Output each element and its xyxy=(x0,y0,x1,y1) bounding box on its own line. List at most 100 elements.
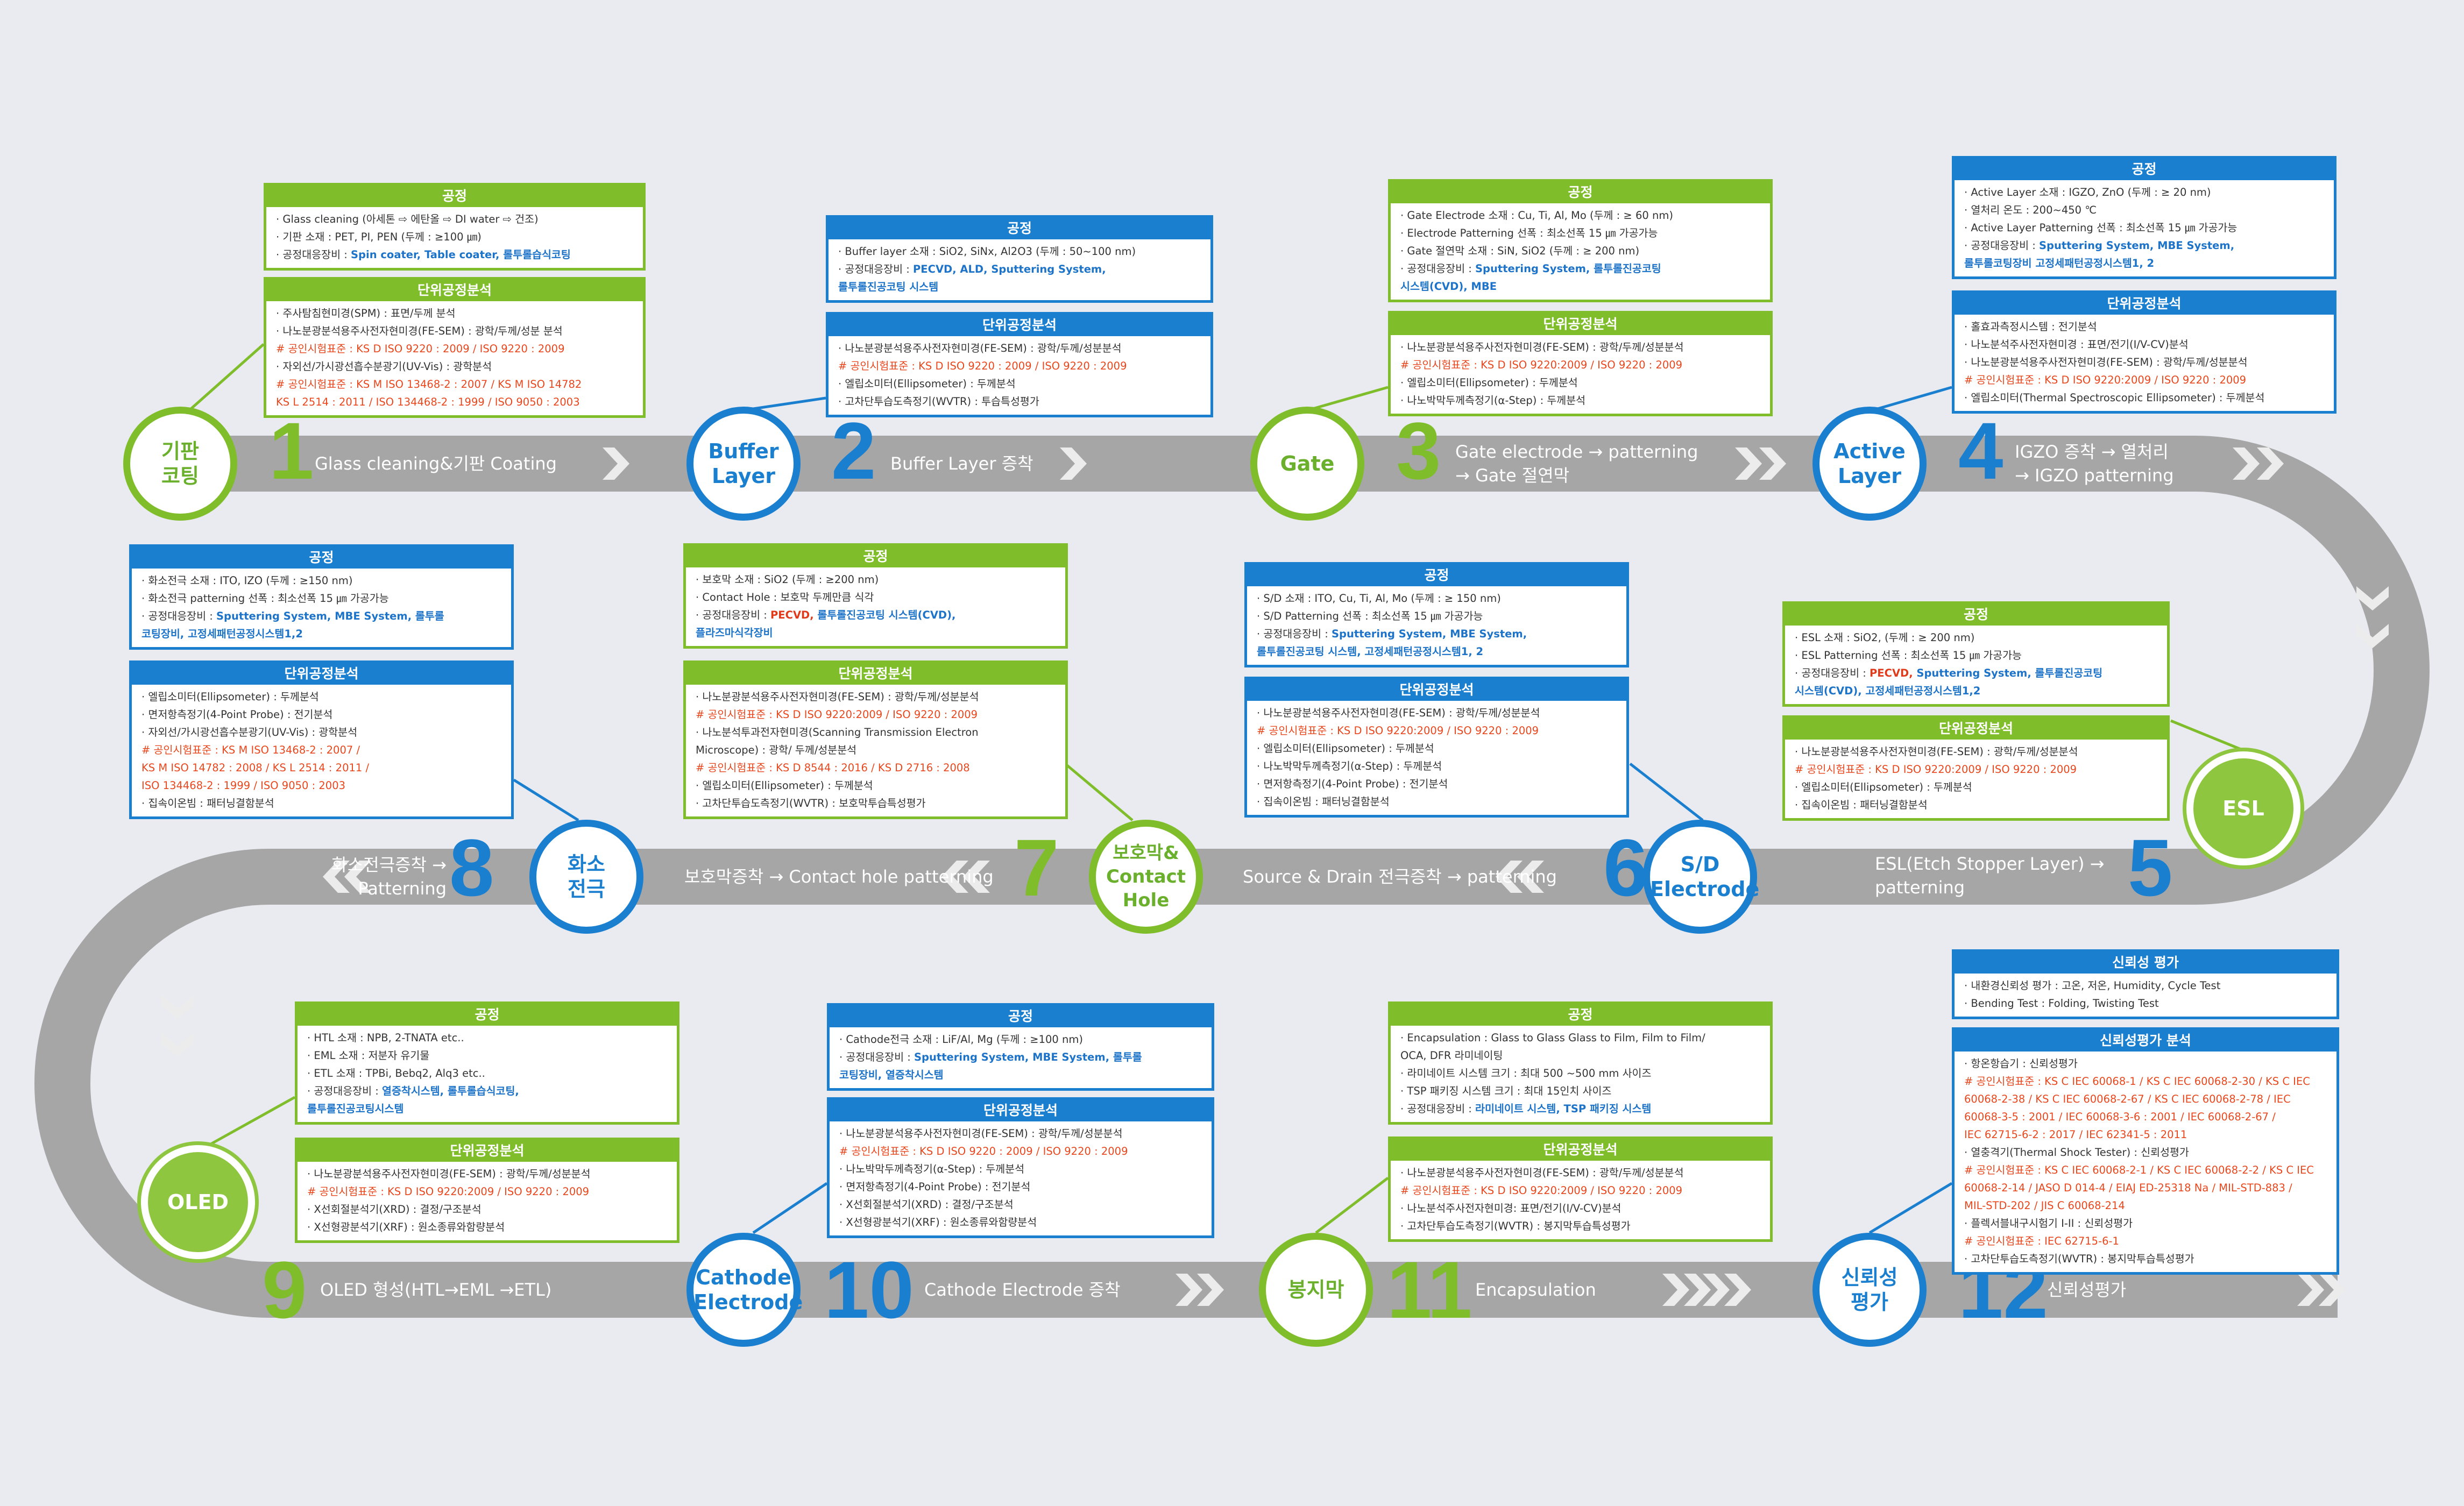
analysis-items: 나노분광분석용주사전자현미경(FE-SEM) : 광학/두께/성분분석# 공인시… xyxy=(1391,335,1770,414)
step-label: Glass cleaning&기판 Coating xyxy=(315,453,557,474)
connector-line xyxy=(1868,1182,1953,1234)
process-items: Active Layer 소재 : IGZO, ZnO (두께 : ≥ 20 n… xyxy=(1955,180,2334,276)
analysis-box: 단위공정분석나노분광분석용주사전자현미경(FE-SEM) : 광학/두께/성분분… xyxy=(826,312,1213,417)
process-items: Encapsulation : Glass to Glass Glass to … xyxy=(1391,1026,1770,1122)
spec-item: 면저항측정기(4-Point Probe) : 전기분석 xyxy=(839,1178,1205,1196)
spec-text: 나노분광분석용주사전자현미경(FE-SEM) : 광학/두께/성분분석 xyxy=(314,1168,591,1180)
spec-item: 자외선/가시광선흡수분광기(UV-Vis) : 광학분석 xyxy=(141,723,505,741)
spec-item: 시스템(CVD), MBE xyxy=(1400,278,1764,295)
spec-item: 나노박막두께측정기(α-Step) : 두께분석 xyxy=(839,1160,1205,1178)
equipment-text: 롤투롤진공코팅 시스템, 고정세패턴공정시스템1, 2 xyxy=(1257,645,1484,658)
spec-text: 열충격기(Thermal Shock Tester) : 신뢰성평가 xyxy=(1971,1146,2189,1159)
spec-item: 나노분석주사전자현미경: 표면/전기(I/V-CV)분석 xyxy=(1400,1199,1764,1217)
analysis-box-header: 단위공정분석 xyxy=(1955,293,2334,315)
process-box-header: 공정 xyxy=(298,1004,677,1026)
step-title: ESL xyxy=(2222,797,2264,820)
spec-item: HTL 소재 : NPB, 2-TNATA etc.. xyxy=(307,1029,670,1047)
process-box: 공정S/D 소재 : ITO, Cu, Ti, Al, Mo (두께 : ≥ 1… xyxy=(1244,562,1629,667)
spec-text: 엘립소미터(Ellipsometer) : 두께분석 xyxy=(702,779,873,792)
step-title: 봉지막 xyxy=(1287,1278,1344,1302)
spec-text: 홀효과측정시스템 : 전기분석 xyxy=(1971,321,2097,333)
process-box-header: 공정 xyxy=(1391,182,1770,203)
spec-item: 열충격기(Thermal Shock Tester) : 신뢰성평가 xyxy=(1964,1143,2330,1161)
spec-text: 공정대응장비 : xyxy=(1971,239,2040,252)
step-circle: ESL xyxy=(2186,751,2300,865)
analysis-box: 단위공정분석나노분광분석용주사전자현미경(FE-SEM) : 광학/두께/성분분… xyxy=(683,660,1068,819)
spec-item: 집속이온빔 : 패터닝결함분석 xyxy=(141,794,505,812)
spec-text: ESL 소재 : SiO2, (두께 : ≥ 200 nm) xyxy=(1801,631,1975,644)
spec-item: ETL 소재 : TPBi, Bebq2, Alq3 etc.. xyxy=(307,1064,670,1082)
step-label: Buffer Layer 증착 xyxy=(890,453,1033,474)
spec-item: ESL Patterning 선폭 : 최소선폭 15 ㎛ 가공가능 xyxy=(1795,647,2161,664)
standard-note: # 공인시험표준 : IEC 62715-6-1 xyxy=(1964,1235,2119,1247)
step-title: 화소 전극 xyxy=(568,853,605,901)
spec-item: 공정대응장비 : Sputtering System, MBE System, … xyxy=(839,1048,1205,1066)
spec-item: 엘립소미터(Ellipsometer) : 두께분석 xyxy=(1400,374,1764,392)
step-circle: OLED xyxy=(141,1145,255,1259)
standard-note: ISO 134468-2 : 1999 / ISO 9050 : 2003 xyxy=(141,779,346,792)
process-items: Buffer layer 소재 : SiO2, SiNx, Al2O3 (두께 … xyxy=(829,239,1210,300)
spec-item: 공정대응장비 : Sputtering System, MBE System, xyxy=(1257,625,1620,643)
equipment-text: 롤투롤코팅장비 고정세패턴공정시스템1, 2 xyxy=(1964,257,2155,269)
analysis-box-header: 단위공정분석 xyxy=(686,663,1065,685)
spec-text: 자외선/가시광선흡수분광기(UV-Vis) : 광학분석 xyxy=(148,726,358,738)
spec-text: 나노분석주사전자현미경: 표면/전기(I/V-CV)분석 xyxy=(1407,1202,1622,1214)
analysis-items: 엘립소미터(Ellipsometer) : 두께분석면저항측정기(4-Point… xyxy=(132,685,511,816)
equipment-text: 코팅장비, 열증착시스템 xyxy=(839,1069,944,1081)
spec-item: 롤투롤진공코팅 시스템, 고정세패턴공정시스템1, 2 xyxy=(1257,643,1620,660)
track-chevron-arrow xyxy=(1684,1274,1711,1306)
analysis-items: 나노분광분석용주사전자현미경(FE-SEM) : 광학/두께/성분분석 # 공인시… xyxy=(686,685,1065,816)
spec-item: Gate 절연막 소재 : SiN, SiO2 (두께 : ≥ 200 nm) xyxy=(1400,242,1764,260)
standard-note: # 공인시험표준 : KS D ISO 9220:2009 / ISO 9220… xyxy=(1400,1184,1683,1197)
track-chevron-arrow xyxy=(1703,1274,1730,1306)
analysis-items: 나노분광분석용주사전자현미경(FE-SEM) : 광학/두께/성분분석# 공인시… xyxy=(829,336,1210,415)
spec-text: 공정대응장비 : xyxy=(845,263,914,275)
analysis-box-header: 단위공정분석 xyxy=(1247,679,1626,701)
spec-item: 열처리 온도 : 200~450 ℃ xyxy=(1964,201,2327,219)
spec-item: 플렉서블내구시험기 I-II : 신뢰성평가 xyxy=(1964,1214,2330,1232)
spec-item: 나노분광분석용주사전자현미경(FE-SEM) : 광학/두께/성분분석 xyxy=(307,1165,670,1183)
spec-item: 나노분광분석용주사전자현미경(FE-SEM) : 광학/두께/성분분석 xyxy=(696,688,1059,706)
track-chevron-arrow xyxy=(603,447,629,480)
spec-item: ESL 소재 : SiO2, (두께 : ≥ 200 nm) xyxy=(1795,629,2161,647)
spec-item: 나노분광분석용주사전자현미경(FE-SEM) : 광학/두께/성분분석 xyxy=(1795,743,2161,761)
track-chevron-arrow xyxy=(2356,586,2389,610)
equipment-text: 열증착시스템, 롤투롤습식코팅, xyxy=(382,1085,519,1097)
analysis-items: 홀효과측정시스템 : 전기분석나노분석주사전자현미경 : 표면/전기(I/V-C… xyxy=(1955,315,2334,411)
process-box-header: 공정 xyxy=(1391,1004,1770,1026)
equipment-text: Sputtering System, MBE System, xyxy=(2039,239,2235,252)
track-chevron-arrow xyxy=(1496,861,1523,893)
standard-note: # 공인시험표준 : KS M ISO 13468-2 : 2007 / KS … xyxy=(276,378,582,390)
spec-item: 공정대응장비 : Spin coater, Table coater, 롤투롤습… xyxy=(276,246,636,264)
connector-line xyxy=(513,778,579,822)
spec-item: 엘립소미터(Ellipsometer) : 두께분석 xyxy=(141,688,505,706)
spec-item: 공정대응장비 : 열증착시스템, 롤투롤습식코팅, xyxy=(307,1082,670,1100)
spec-text: Bending Test : Folding, Twisting Test xyxy=(1971,997,2159,1010)
standard-note: # 공인시험표준 : KS D ISO 9220:2009 / ISO 9220… xyxy=(696,708,978,721)
step-number: 10 xyxy=(824,1245,914,1335)
step-circle: 기판 코팅 xyxy=(123,407,237,521)
analysis-box: 단위공정분석나노분광분석용주사전자현미경(FE-SEM) : 광학/두께/성분분… xyxy=(827,1097,1214,1238)
spec-item: Buffer layer 소재 : SiO2, SiNx, Al2O3 (두께 … xyxy=(838,243,1204,260)
spec-text: X선회절분석기(XRD) : 결정/구조분석 xyxy=(314,1203,482,1216)
step-title: S/D Electrode xyxy=(1650,853,1760,901)
step-label: 신뢰성평가 xyxy=(2047,1280,2127,1300)
standard-note: # 공인시험표준 : KS M ISO 13468-2 : 2007 / xyxy=(141,744,360,756)
spec-item: 고차단투습도측정기(WVTR) : 봉지막투습특성평가 xyxy=(1400,1217,1764,1235)
step-label: 보호막증착 → Contact hole patterning xyxy=(684,866,994,887)
analysis-box-header: 단위공정분석 xyxy=(298,1140,677,1162)
spec-text: 공정대응장비 : xyxy=(846,1051,915,1063)
spec-text: 나노박막두께측정기(α-Step) : 두께분석 xyxy=(1407,394,1586,407)
spec-item: 나노분광분석용주사전자현미경(FE-SEM) : 광학/두께/성분 분석 xyxy=(276,322,636,340)
spec-item: 홀효과측정시스템 : 전기분석 xyxy=(1964,318,2327,336)
step-label: 화소전극증착 → Patterning xyxy=(331,855,447,899)
track-chevron-arrow xyxy=(2297,1274,2324,1306)
analysis-box: 단위공정분석나노분광분석용주사전자현미경(FE-SEM) : 광학/두께/성분분… xyxy=(1388,1136,1773,1242)
spec-text: Encapsulation : Glass to Glass Glass to … xyxy=(1407,1032,1705,1044)
equipment-text: 코팅장비, 고정세패턴공정시스템1,2 xyxy=(141,628,303,640)
spec-text: 자외선/가시광선흡수분광기(UV-Vis) : 광학분석 xyxy=(282,360,492,373)
spec-text: 공정대응장비 : xyxy=(314,1085,383,1097)
spec-text: Electrode Patterning 선폭 : 최소선폭 15 ㎛ 가공가능 xyxy=(1407,227,1658,239)
connector-line xyxy=(753,396,826,410)
analysis-box: 단위공정분석주사탐침현미경(SPM) : 표면/두께 분석나노분광분석용주사전자… xyxy=(264,277,646,418)
